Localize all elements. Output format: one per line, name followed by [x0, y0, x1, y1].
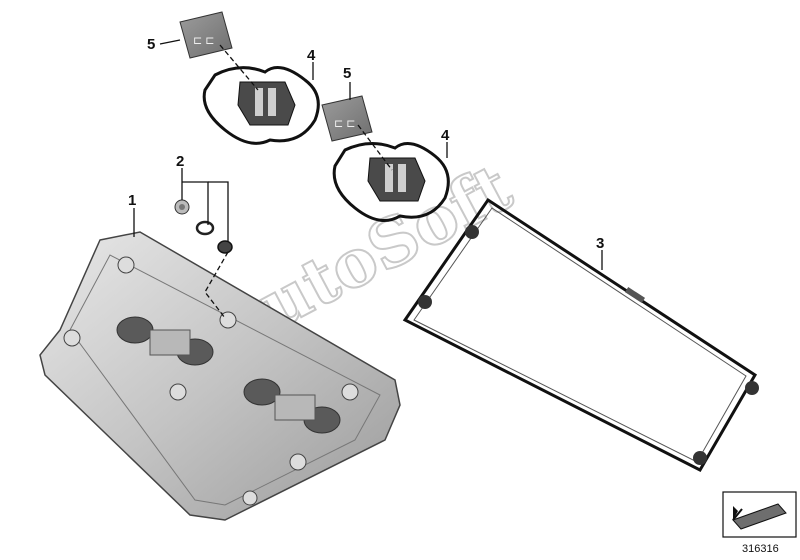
profile-gasket-upper: [202, 66, 320, 145]
callout-1: 1: [128, 192, 136, 209]
callout-2: 2: [176, 153, 184, 170]
gasket: [402, 197, 759, 472]
svg-text:⊏ ⊏: ⊏ ⊏: [193, 35, 215, 47]
orientation-arrow-icon: [722, 491, 797, 538]
callout-5-lower: 5: [343, 65, 351, 82]
callout-4-lower: 4: [441, 127, 450, 144]
callout-4-upper: 4: [307, 47, 316, 64]
callout-5-upper: 5: [147, 36, 155, 53]
spark-plug-cover-upper: ⊏ ⊏: [179, 11, 233, 59]
diagram-part-number: 316316: [742, 543, 779, 555]
leader-lines: [133, 39, 603, 319]
cylinder-head-cover: [39, 231, 401, 521]
spark-plug-cover-lower: ⊏ ⊏: [321, 95, 373, 142]
callout-3: 3: [596, 235, 604, 252]
profile-gasket-lower: [332, 142, 450, 222]
svg-text:⊏ ⊏: ⊏ ⊏: [334, 118, 356, 130]
screw-with-seals: [174, 199, 233, 254]
